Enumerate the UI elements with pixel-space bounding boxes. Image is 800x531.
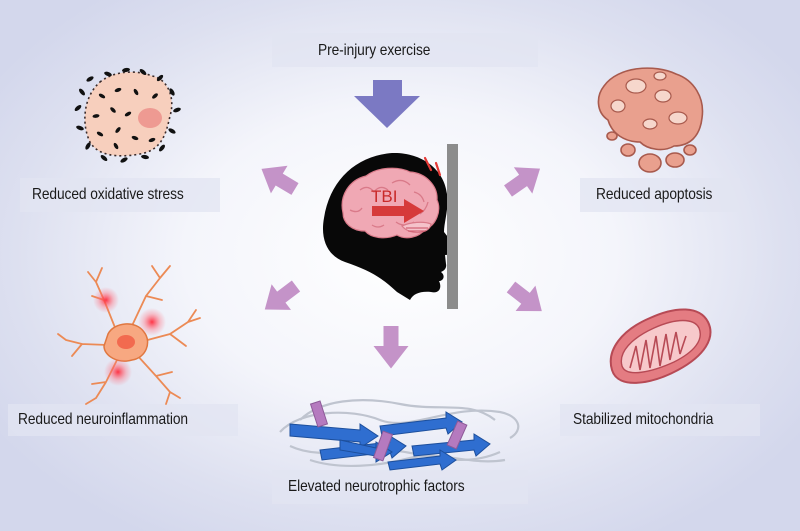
arrow-to-neurotrophic: [373, 326, 409, 369]
top-label: Pre-injury exercise: [318, 42, 431, 59]
apoptosis-label: Reduced apoptosis: [596, 186, 713, 203]
oxidative-stress-label: Reduced oxidative stress: [32, 186, 184, 203]
mitochondria-label: Stabilized mitochondria: [573, 411, 714, 428]
tbi-label: TBI: [371, 187, 397, 206]
top-down-arrow: [354, 80, 420, 128]
brain-icon: [341, 167, 440, 239]
wall-barrier: [447, 144, 458, 309]
neurotrophic-label: Elevated neurotrophic factors: [288, 478, 465, 495]
top-label-band: [272, 33, 538, 67]
inflamed-glial-cell-icon: [57, 265, 201, 405]
oxidative-stress-cell-icon: [74, 67, 181, 163]
arrow-to-mitochondria: [506, 281, 542, 312]
oxidative-label-band: [20, 178, 220, 212]
neuroinflammation-label: Reduced neuroinflammation: [18, 411, 188, 428]
mito-label-band: [560, 404, 760, 436]
neurotrophic-protein-icon: [279, 399, 520, 471]
mitochondria-icon: [609, 308, 712, 384]
effect-arrows: [261, 165, 542, 369]
tbi-impact-arrow: [372, 199, 424, 223]
arrow-to-oxidative: [261, 165, 299, 195]
neuro-label-band: [8, 404, 238, 436]
apoptosis-label-band: [580, 178, 740, 212]
apoptosis-cell-icon: [597, 67, 704, 173]
arrow-to-apoptosis: [504, 167, 541, 197]
impact-marks: [423, 156, 442, 177]
arrow-to-neuroinflammation: [264, 280, 301, 310]
neurotrophic-label-band: [272, 470, 528, 504]
